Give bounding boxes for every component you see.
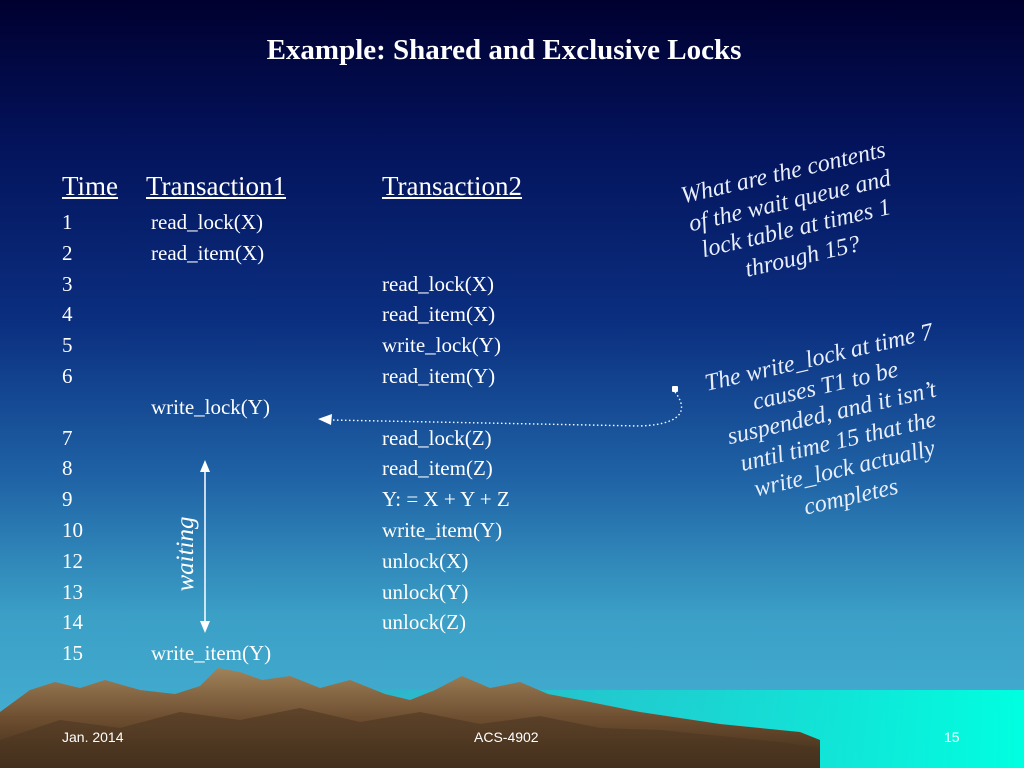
- transaction2-cell: unlock(Z): [382, 610, 466, 635]
- waiting-arrow-bottom: [200, 621, 210, 633]
- transaction2-cell: write_lock(Y): [382, 333, 501, 358]
- transaction2-cell: read_lock(Z): [382, 425, 492, 450]
- transaction1-cell: read_lock(X): [151, 210, 263, 234]
- time-cell: 10: [62, 518, 83, 542]
- note-pointer-arrow: [329, 391, 683, 427]
- footer-course: ACS-4902: [474, 729, 539, 745]
- time-cell: 8: [62, 456, 73, 481]
- transaction2-cell: write_item(Y): [382, 518, 503, 542]
- footer-date: Jan. 2014: [62, 729, 124, 745]
- note-bullet: [672, 386, 678, 392]
- waiting-label: waiting: [172, 516, 199, 592]
- transaction2-cell: unlock(Y): [382, 579, 469, 604]
- transaction2-cell: Y: = X + Y + Z: [382, 487, 510, 512]
- transaction2-cell: read_lock(X): [382, 271, 494, 296]
- time-cell: 14: [62, 610, 83, 635]
- transaction2-cell: unlock(X): [382, 548, 469, 573]
- time-cell: 15: [62, 641, 83, 666]
- time-cell: 13: [62, 579, 83, 604]
- time-cell: 2: [62, 240, 73, 265]
- time-cell: 6: [62, 364, 73, 388]
- time-cell: 1: [62, 210, 73, 234]
- slide-title: Example: Shared and Exclusive Locks: [266, 34, 742, 66]
- transaction2-cell: read_item(Y): [382, 364, 496, 388]
- header-transaction2: Transaction2: [382, 171, 522, 201]
- transaction2-cell: read_item(Z): [382, 456, 493, 481]
- time-cell: 12: [62, 548, 83, 573]
- transaction2-cell: read_item(X): [382, 302, 496, 327]
- time-cell: 5: [62, 333, 73, 358]
- time-cell: 4: [62, 302, 73, 327]
- transaction1-cell: write_lock(Y): [151, 394, 270, 419]
- header-transaction1: Transaction1: [146, 171, 286, 201]
- time-cell: 3: [62, 271, 73, 296]
- mountain-ridge-shade: [0, 708, 820, 768]
- time-cell: 7: [62, 425, 73, 450]
- transaction1-cell: read_item(X): [151, 240, 265, 265]
- footer-page-number: 15: [944, 729, 960, 745]
- header-time: Time: [62, 171, 119, 201]
- waiting-arrow-top: [200, 460, 210, 472]
- time-cell: 9: [62, 487, 73, 512]
- note-pointer-arrowhead: [318, 414, 332, 425]
- transaction1-cell: write_item(Y): [151, 641, 272, 666]
